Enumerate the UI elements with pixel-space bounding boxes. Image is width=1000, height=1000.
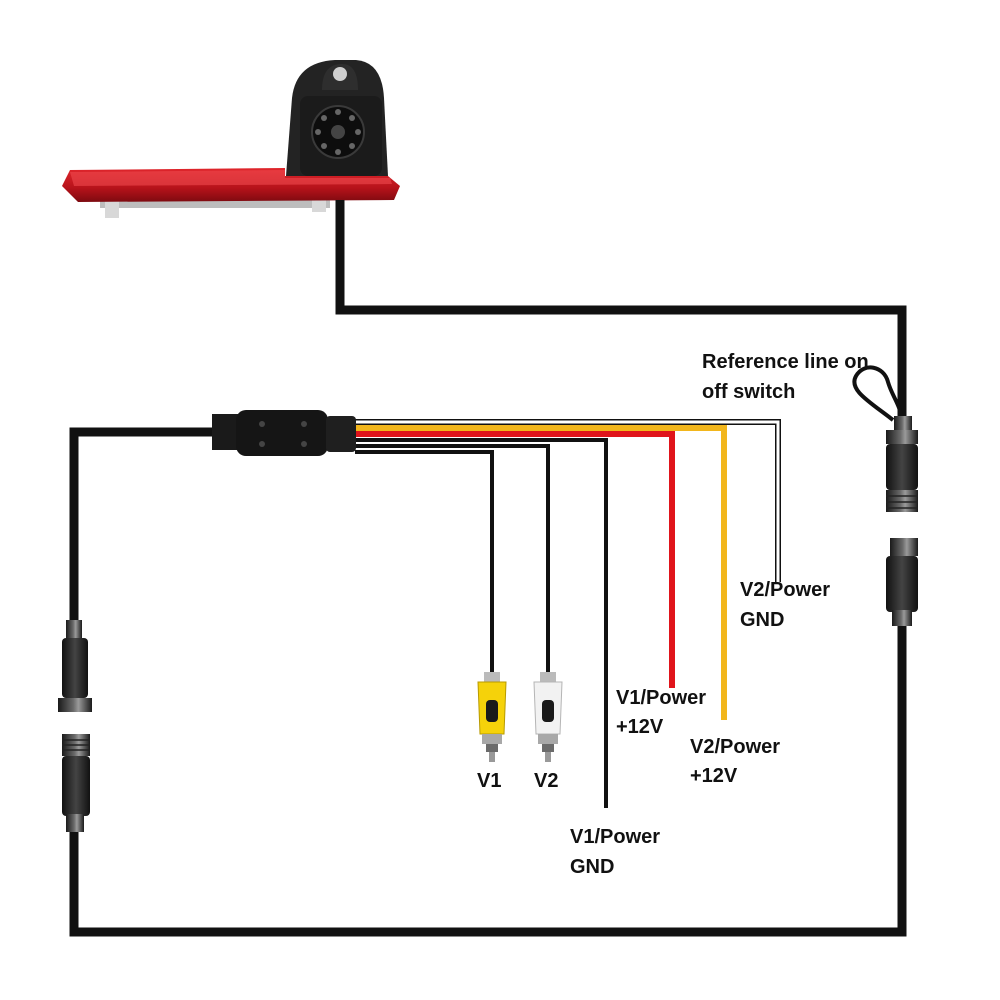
- main-cables: [69, 200, 907, 937]
- wire-bundle: [355, 419, 781, 808]
- v2-label: V2: [534, 770, 558, 792]
- rca-plug-icon: [533, 672, 563, 762]
- bottom-cable: [69, 625, 907, 937]
- wire-v1-gnd: [355, 438, 608, 808]
- wire-v1-power: [355, 431, 675, 688]
- reference-line-label-2: off switch: [702, 381, 795, 403]
- wire-v2-video: [355, 444, 550, 672]
- v2-power-pos-label-1: V2/Power: [690, 736, 780, 758]
- rca-plug-icon: [477, 672, 507, 762]
- left-loop-cable: [69, 427, 215, 625]
- camera-cable: [335, 200, 907, 420]
- v1-power-gnd-label-2: GND: [570, 856, 614, 878]
- wire-v2-gnd-inner: [355, 420, 780, 582]
- v1-power-pos-label-1: V1/Power: [616, 687, 706, 709]
- aviation-connector-icon: [58, 620, 92, 832]
- v2-power-pos-label-2: +12V: [690, 765, 738, 787]
- wire-v1-video: [355, 450, 494, 672]
- v1-power-gnd-label-1: V1/Power: [570, 826, 660, 848]
- aviation-connector-icon: [886, 416, 918, 626]
- v2-power-gnd-label-1: V2/Power: [740, 579, 830, 601]
- reference-line-loop: [852, 365, 904, 422]
- v1-label: V1: [477, 770, 501, 792]
- camera-brake-light-icon: [62, 60, 400, 218]
- splitter-box-icon: [212, 410, 356, 456]
- wire-v2-power: [355, 425, 727, 720]
- v1-power-pos-label-2: +12V: [616, 716, 664, 738]
- reference-line-label-1: Reference line on: [702, 351, 869, 373]
- v2-power-gnd-label-2: GND: [740, 609, 784, 631]
